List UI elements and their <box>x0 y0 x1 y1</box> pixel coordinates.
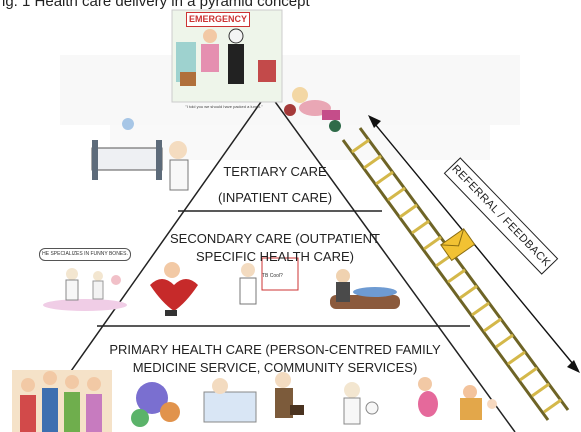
psychiatrist-couch-cartoon <box>330 269 400 309</box>
heart-cartoon <box>150 262 198 316</box>
sick-child-cartoon <box>203 378 257 423</box>
tertiary-line-2: (INPATIENT CARE) <box>217 190 333 205</box>
figure-caption-fragment: ig. 1 Health care delivery in a pyramid … <box>2 0 310 10</box>
tb-sign: TB Cool? <box>262 273 283 279</box>
secondary-line-1: SECONDARY CARE (OUTPATIENT <box>170 231 380 246</box>
eye-doctor-cartoon <box>239 257 299 305</box>
ladder <box>341 127 570 421</box>
secondary-care-label: SECONDARY CARE (OUTPATIENT SPECIFIC HEAL… <box>150 230 400 266</box>
emergency-caption: "I told you we should have packed a lunc… <box>185 104 263 109</box>
secondary-line-2: SPECIFIC HEALTH CARE) <box>196 249 354 264</box>
watermark-block <box>110 120 490 160</box>
primary-line-1: PRIMARY HEALTH CARE (PERSON-CENTRED FAMI… <box>109 342 441 357</box>
family-cartoon <box>12 370 112 432</box>
speech-bubble: HE SPECIALIZES IN FUNNY BONES. <box>39 248 131 261</box>
lab-cartoon <box>343 382 379 425</box>
pyramid-right-edge <box>267 91 516 432</box>
envelope-icon <box>440 228 476 262</box>
emergency-sign: EMERGENCY <box>186 12 250 27</box>
carried-patient-cartoon <box>284 87 341 132</box>
baby-care-cartoon <box>460 385 497 420</box>
hospital-bed-cartoon <box>91 118 189 191</box>
tertiary-care-label: TERTIARY CARE (INPATIENT CARE) <box>190 163 360 207</box>
primary-line-2: MEDICINE SERVICE, COMMUNITY SERVICES) <box>132 360 418 375</box>
referral-label-box <box>443 157 559 275</box>
doctor-bag-cartoon <box>275 372 304 418</box>
tertiary-line-1: TERTIARY CARE <box>223 164 327 179</box>
bones-cartoon <box>43 268 127 311</box>
pregnant-woman-cartoon <box>418 377 438 417</box>
top-strip: ig. 1 Health care delivery in a pyramid … <box>0 0 581 18</box>
primary-care-label: PRIMARY HEALTH CARE (PERSON-CENTRED FAMI… <box>90 341 460 377</box>
germs-cartoon <box>131 382 180 427</box>
